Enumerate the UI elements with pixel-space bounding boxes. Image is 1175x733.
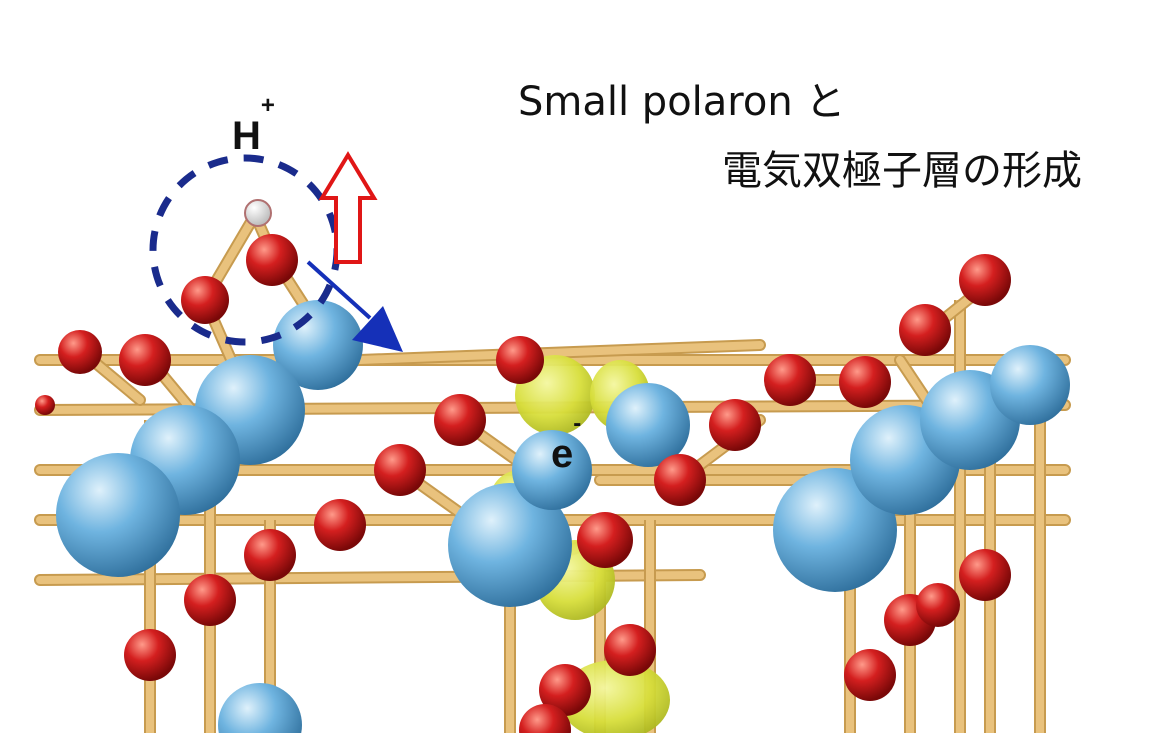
proton-label-charge: + <box>260 92 275 119</box>
electron-label-charge: - <box>573 410 582 437</box>
oxygen-atom <box>119 334 171 386</box>
metal-atom <box>448 483 572 607</box>
oxygen-atom <box>58 330 102 374</box>
proton-label: H+ <box>232 94 275 160</box>
oxygen-atom <box>434 394 486 446</box>
proton-label-base: H <box>232 114 261 158</box>
oxygen-atom <box>959 254 1011 306</box>
proton-dashed-circle <box>149 154 341 346</box>
oxygen-atom <box>764 354 816 406</box>
oxygen-atom <box>124 629 176 681</box>
oxygen-atom <box>577 512 633 568</box>
electron-label-base: e <box>551 432 574 476</box>
oxygen-atom <box>314 499 366 551</box>
oxygen-atom <box>959 549 1011 601</box>
metal-atom <box>56 453 180 577</box>
oxygen-atom <box>709 399 761 451</box>
metal-atom <box>218 683 302 733</box>
oxygen-atom <box>899 304 951 356</box>
metal-atom <box>512 430 592 510</box>
metal-atom <box>990 345 1070 425</box>
oxygen-atom <box>839 356 891 408</box>
metal-atom <box>273 300 363 390</box>
oxygen-atom <box>604 624 656 676</box>
oxygen-atom <box>35 395 55 415</box>
displacement-arrow-icon <box>306 260 403 352</box>
oxygen-atom <box>246 234 298 286</box>
oxygen-atom <box>374 444 426 496</box>
oxygen-atom <box>654 454 706 506</box>
oxygen-atom <box>539 664 591 716</box>
atom-layer <box>35 199 1070 733</box>
hollow-up-arrow-icon <box>318 151 378 264</box>
metal-atom <box>606 383 690 467</box>
oxygen-atom <box>916 583 960 627</box>
oxygen-atom <box>844 649 896 701</box>
oxygen-atom <box>184 574 236 626</box>
oxygen-atom <box>519 704 571 733</box>
oxygen-atom <box>181 276 229 324</box>
bond-rail <box>356 341 764 364</box>
hydrogen-atom <box>244 199 272 227</box>
title-line-1: Small polaron と <box>518 79 846 125</box>
metal-atom <box>773 468 897 592</box>
electron-label: e- <box>551 412 581 478</box>
oxygen-atom <box>244 529 296 581</box>
title-line-2: 電気双極子層の形成 <box>722 148 1082 194</box>
oxygen-atom <box>496 336 544 384</box>
